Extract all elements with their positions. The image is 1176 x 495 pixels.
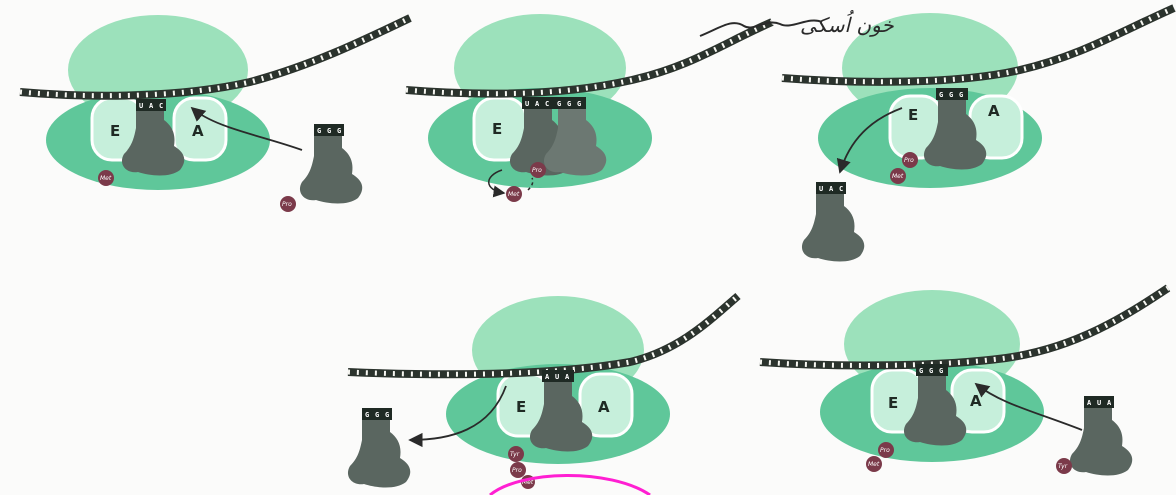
codon-base: C (839, 185, 843, 193)
amino-acid-label: Met (868, 461, 880, 468)
a-site-label: A (192, 122, 204, 140)
a-site-label: A (970, 392, 982, 410)
codon-base: G (959, 91, 963, 99)
a-site-label: A (988, 102, 1000, 120)
amino-acid-label: Pro (880, 447, 890, 454)
released-amino-acid-label: Met (508, 191, 520, 198)
p-site-codons: A U A (542, 370, 574, 382)
panel-4: E A A U A Tyr Pro Met G G G (348, 296, 738, 489)
e-site-label: E (908, 106, 918, 124)
handwriting-note: خون اُسکی (700, 10, 894, 37)
amino-acid-label: Met (892, 173, 904, 180)
incoming-amino-acid-label: Tyr (1058, 463, 1068, 470)
codon-base: G (375, 411, 379, 419)
panel-2: E U A C G G G Pro Met (406, 14, 772, 202)
codon-base: G (385, 411, 389, 419)
incoming-amino-acid-label: Pro (282, 201, 292, 208)
e-site-label: E (110, 122, 120, 140)
amino-acid-label: Met (100, 175, 112, 182)
e-site-label: E (888, 394, 898, 412)
amino-acid-label: Pro (532, 167, 542, 174)
codon-base: G (327, 127, 331, 135)
amino-acid-label: Pro (512, 467, 522, 474)
codon-base: G (337, 127, 341, 135)
incoming-trna: A U A (1070, 396, 1132, 476)
p-site-codons: U A C (136, 99, 166, 111)
codon-base: G (577, 100, 581, 108)
handwriting-text: خون اُسکی (800, 10, 894, 37)
a-site-label: A (598, 398, 610, 416)
e-site-label: E (492, 120, 502, 138)
codon-base: U (139, 102, 143, 110)
e-site-label: E (516, 398, 526, 416)
codon-base: G (317, 127, 321, 135)
panel-3: E A G G G Pro Met U A C (782, 8, 1174, 262)
leaving-trna: G G G (348, 408, 410, 488)
codon-base: U (525, 100, 529, 108)
codon-base: G (919, 367, 923, 375)
codon-base: U (819, 185, 823, 193)
highlight-circle (490, 475, 650, 495)
codon-base: G (557, 100, 561, 108)
codon-base: C (159, 102, 163, 110)
codon-base: U (1097, 399, 1101, 407)
p-site-codons: G G G (916, 364, 948, 376)
codon-base: U (555, 373, 559, 381)
codon-base: C (545, 100, 549, 108)
codon-base: G (939, 367, 943, 375)
codon-base: G (939, 91, 943, 99)
codon-base: G (929, 367, 933, 375)
amino-acid-label: Pro (904, 157, 914, 164)
incoming-trna: G G G (300, 124, 362, 204)
panel-5: E A G G G Pro Met A U A Tyr (760, 288, 1168, 476)
amino-acid-label: Tyr (510, 451, 520, 458)
panel-1: E A U A C Met G G G Pro (20, 15, 410, 212)
codon-pair: U A C G G G (522, 97, 586, 109)
leaving-trna: U A C (802, 182, 864, 262)
codon-base: G (365, 411, 369, 419)
codon-base: G (567, 100, 571, 108)
p-site-codons: G G G (936, 88, 968, 100)
codon-base: G (949, 91, 953, 99)
